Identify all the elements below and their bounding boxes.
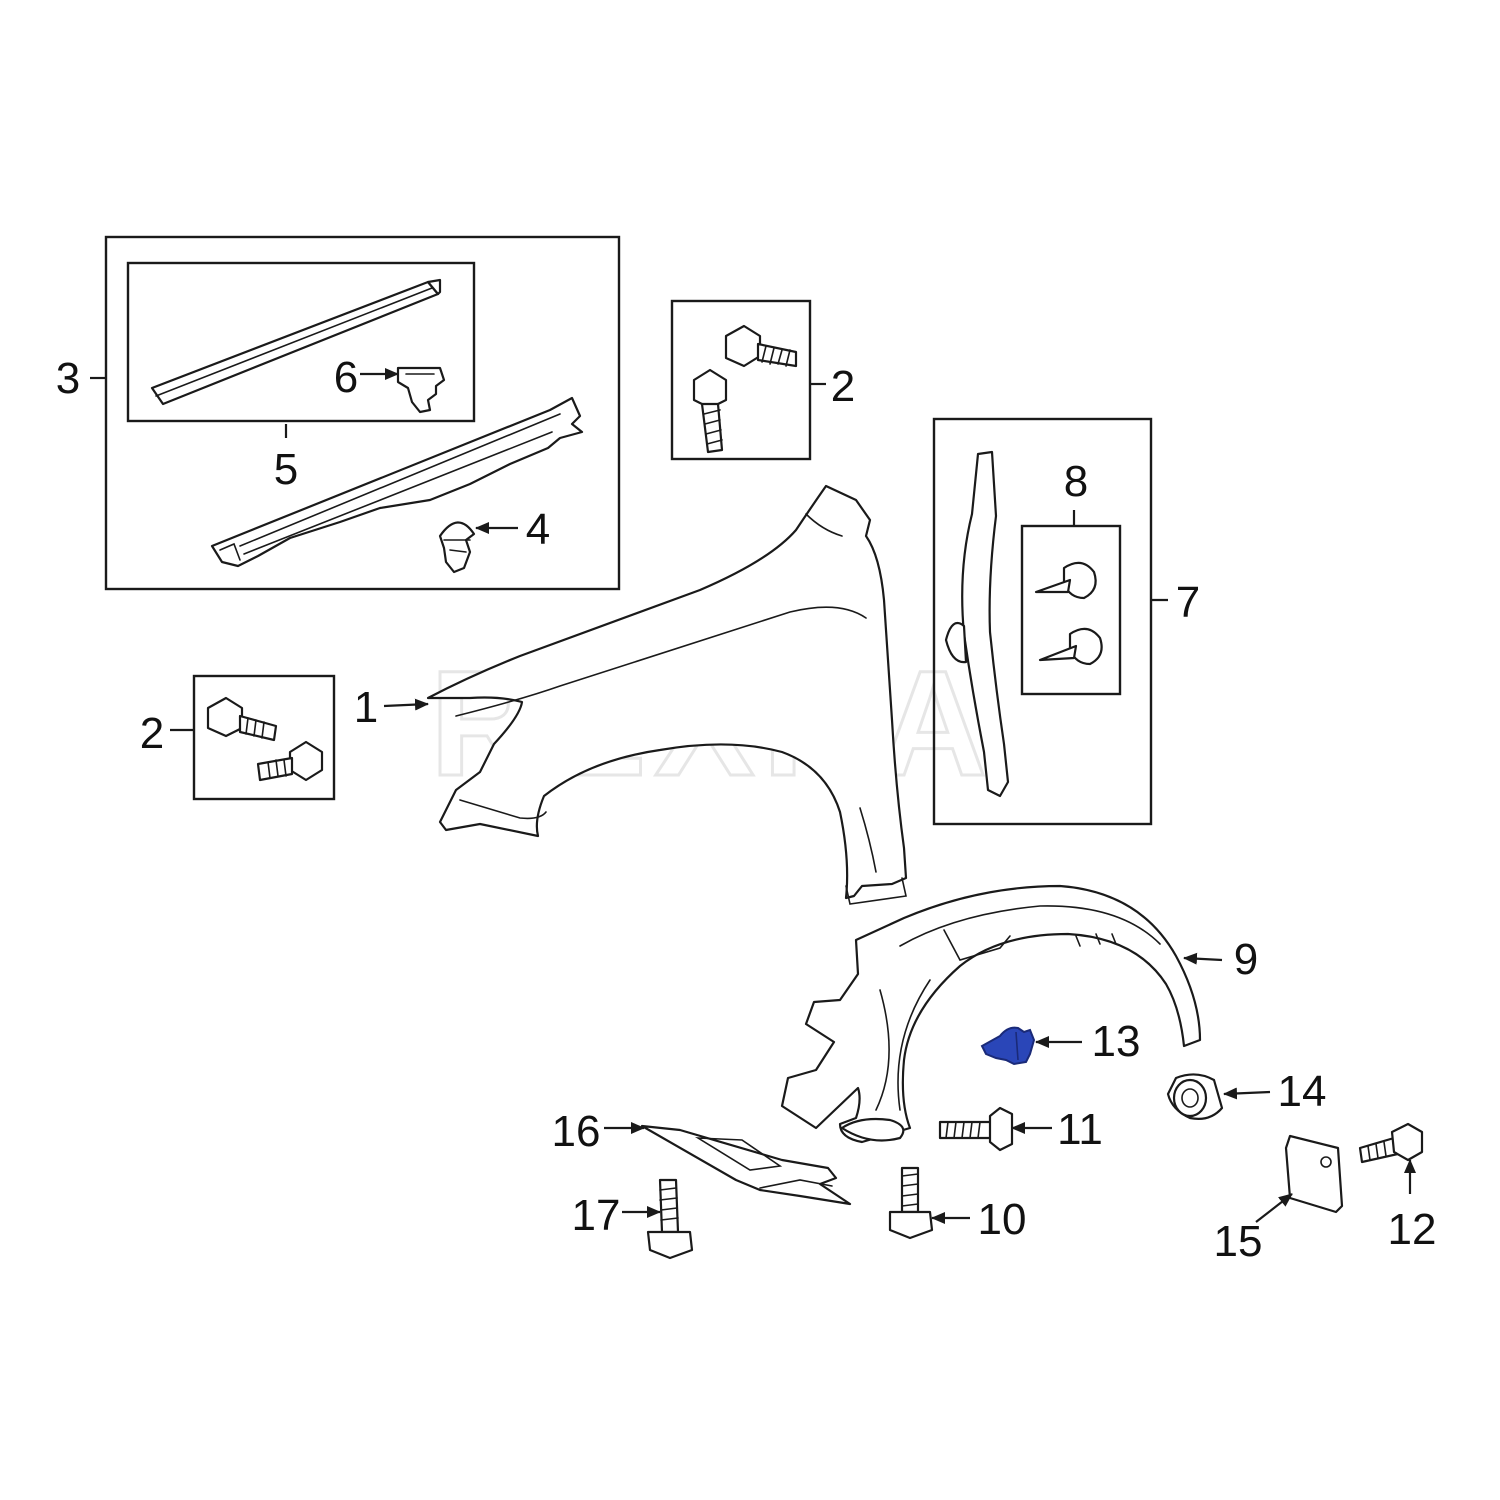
part-1-fender [426,484,908,905]
callout-14: 14 [1278,1067,1327,1116]
part-11-bolt [938,1106,1014,1152]
callout-6: 6 [334,353,358,402]
part-10-bolt [888,1166,934,1240]
part-5-moulding [150,278,442,406]
callout-11: 11 [1057,1105,1103,1154]
callout-8: 8 [1064,457,1088,506]
group-2-lower-box [192,674,336,801]
callout-12: 12 [1388,1205,1437,1254]
callout-17: 17 [572,1191,621,1240]
part-13-clip-highlighted [980,1026,1036,1066]
callout-9: 9 [1234,935,1258,984]
group-2-upper-box [670,299,812,461]
part-6-clip [396,366,446,414]
group-8-box [1020,524,1122,696]
callout-2-lower: 2 [140,709,164,758]
group-3-box [104,235,621,591]
part-12-bolt [1358,1122,1424,1164]
part-17-bolt [646,1178,694,1260]
part-2-bolt-upper-b [692,368,728,454]
part-2-bolt-upper-a [724,324,798,368]
part-3-sill-panel [210,396,584,568]
group-5-box [126,261,476,423]
callout-3: 3 [56,354,80,403]
part-4-push-clip [438,521,476,574]
callout-4: 4 [526,505,550,554]
group-7-box [932,417,1153,826]
callout-2-upper: 2 [831,362,855,411]
callout-10: 10 [978,1195,1027,1244]
callout-1: 1 [354,683,378,732]
part-2-bolt-lower-a [206,696,278,742]
part-7-seal [944,450,1010,798]
part-8-screw-b [1038,627,1103,666]
leader-lines [90,368,1416,1224]
part-15-bracket [1284,1134,1344,1214]
part-9-liner [780,884,1202,1144]
part-16-shield [640,1124,852,1206]
callout-16: 16 [552,1107,601,1156]
callout-13: 13 [1092,1017,1141,1066]
callout-5: 5 [274,445,298,494]
callout-15: 15 [1214,1217,1263,1266]
part-2-bolt-lower-b [256,740,324,782]
part-14-nut [1166,1073,1224,1120]
callout-7: 7 [1176,578,1200,627]
part-8-screw-a [1034,561,1097,600]
